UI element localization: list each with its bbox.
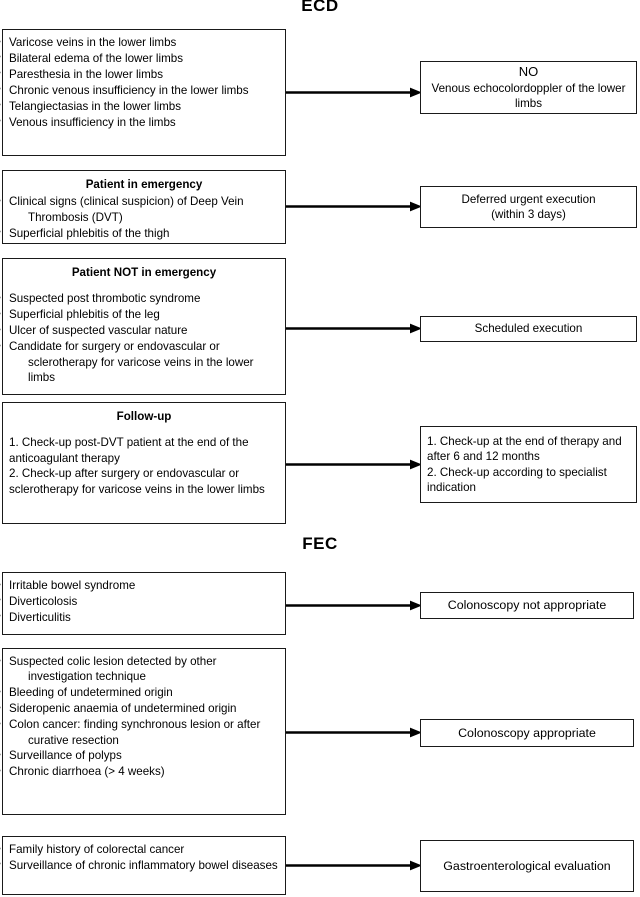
outcome-box-ecd-3: Scheduled execution bbox=[420, 316, 637, 342]
section-title-fec: FEC bbox=[302, 534, 338, 553]
list-item: Diverticulitis bbox=[9, 610, 279, 625]
outcome-line: Scheduled execution bbox=[474, 322, 583, 336]
list-item: Surveillance of chronic inflammatory bow… bbox=[9, 858, 279, 873]
list-item: Bleeding of undetermined origin bbox=[9, 685, 279, 700]
criteria-box-fec-2: Suspected colic lesion detected by other… bbox=[2, 648, 286, 815]
outcome-line: Colonoscopy appropriate bbox=[458, 725, 596, 740]
outcome-line: Venous echocolordoppler of the lower lim… bbox=[431, 81, 626, 111]
outcome-line: 1. Check-up at the end of therapy and af… bbox=[427, 434, 622, 464]
criteria-box-heading: Patient NOT in emergency bbox=[71, 266, 217, 279]
outcome-line: (within 3 days) bbox=[491, 208, 566, 221]
list-item: 2. Check-up after surgery or endovascula… bbox=[9, 467, 265, 496]
outcome-box-fec-2: Colonoscopy appropriate bbox=[420, 719, 634, 747]
arrow-ecd-3 bbox=[286, 323, 422, 334]
list-item: Candidate for surgery or endovascular or… bbox=[9, 339, 279, 385]
criteria-box-heading: Patient in emergency bbox=[85, 178, 203, 191]
list-item: Colon cancer: finding synchronous lesion… bbox=[9, 717, 279, 748]
criteria-numbered-list: 1. Check-up post-DVT patient at the end … bbox=[9, 435, 279, 497]
list-item: Telangiectasias in the lower limbs bbox=[9, 99, 279, 114]
section-title-ecd: ECD bbox=[301, 0, 339, 15]
list-item: Ulcer of suspected vascular nature bbox=[9, 323, 279, 338]
outcome-box-fec-1: Colonoscopy not appropriate bbox=[420, 592, 634, 619]
arrow-ecd-1 bbox=[286, 87, 422, 98]
criteria-list: Family history of colorectal cancer Surv… bbox=[9, 842, 279, 873]
list-item: Family history of colorectal cancer bbox=[9, 842, 279, 857]
criteria-list: Suspected colic lesion detected by other… bbox=[9, 654, 279, 780]
list-item: Suspected post thrombotic syndrome bbox=[9, 291, 279, 306]
criteria-box-ecd-3: Patient NOT in emergency Suspected post … bbox=[2, 258, 286, 395]
arrow-ecd-2 bbox=[286, 201, 422, 212]
list-item: 1. Check-up post-DVT patient at the end … bbox=[9, 436, 249, 465]
list-item: Sideropenic anaemia of undetermined orig… bbox=[9, 701, 279, 716]
criteria-box-fec-1: Irritable bowel syndrome Diverticolosis … bbox=[2, 572, 286, 635]
criteria-box-ecd-4: Follow-up 1. Check-up post-DVT patient a… bbox=[2, 402, 286, 524]
list-item: Superficial phlebitis of the leg bbox=[9, 307, 279, 322]
arrow-fec-3 bbox=[286, 860, 422, 871]
criteria-list: Clinical signs (clinical suspicion) of D… bbox=[9, 194, 279, 241]
criteria-box-ecd-2: Patient in emergency Clinical signs (cli… bbox=[2, 170, 286, 244]
outcome-line: Deferred urgent execution bbox=[461, 192, 596, 206]
criteria-list: Suspected post thrombotic syndrome Super… bbox=[9, 291, 279, 385]
outcome-box-ecd-1: NO Venous echocolordoppler of the lower … bbox=[420, 61, 637, 114]
criteria-box-heading: Follow-up bbox=[116, 410, 172, 423]
list-item: Clinical signs (clinical suspicion) of D… bbox=[9, 194, 279, 225]
list-item: Superficial phlebitis of the thigh bbox=[9, 226, 279, 241]
outcome-box-ecd-4: 1. Check-up at the end of therapy and af… bbox=[420, 426, 637, 503]
criteria-box-fec-3: Family history of colorectal cancer Surv… bbox=[2, 836, 286, 895]
list-item: Venous insufficiency in the limbs bbox=[9, 115, 279, 130]
outcome-line: NO bbox=[518, 64, 539, 80]
criteria-list: Irritable bowel syndrome Diverticolosis … bbox=[9, 578, 279, 625]
list-item: Diverticolosis bbox=[9, 594, 279, 609]
list-item: Chronic diarrhoea (> 4 weeks) bbox=[9, 764, 279, 779]
list-item: Paresthesia in the lower limbs bbox=[9, 67, 279, 82]
criteria-list: Varicose veins in the lower limbs Bilate… bbox=[9, 35, 279, 130]
list-item: Bilateral edema of the lower limbs bbox=[9, 51, 279, 66]
arrow-fec-1 bbox=[286, 600, 422, 611]
outcome-box-fec-3: Gastroenterological evaluation bbox=[420, 840, 634, 892]
arrow-ecd-4 bbox=[286, 459, 422, 470]
list-item: Surveillance of polyps bbox=[9, 748, 279, 763]
list-item: Suspected colic lesion detected by other… bbox=[9, 654, 279, 685]
list-item: Irritable bowel syndrome bbox=[9, 578, 279, 593]
outcome-box-ecd-2: Deferred urgent execution (within 3 days… bbox=[420, 186, 637, 228]
outcome-line: Colonoscopy not appropriate bbox=[447, 598, 607, 613]
criteria-box-ecd-1: Varicose veins in the lower limbs Bilate… bbox=[2, 29, 286, 156]
list-item: Varicose veins in the lower limbs bbox=[9, 35, 279, 50]
outcome-line: 2. Check-up according to specialist indi… bbox=[427, 465, 607, 494]
outcome-line: Gastroenterological evaluation bbox=[443, 858, 611, 873]
arrow-fec-2 bbox=[286, 727, 422, 738]
list-item: Chronic venous insufficiency in the lowe… bbox=[9, 83, 279, 98]
